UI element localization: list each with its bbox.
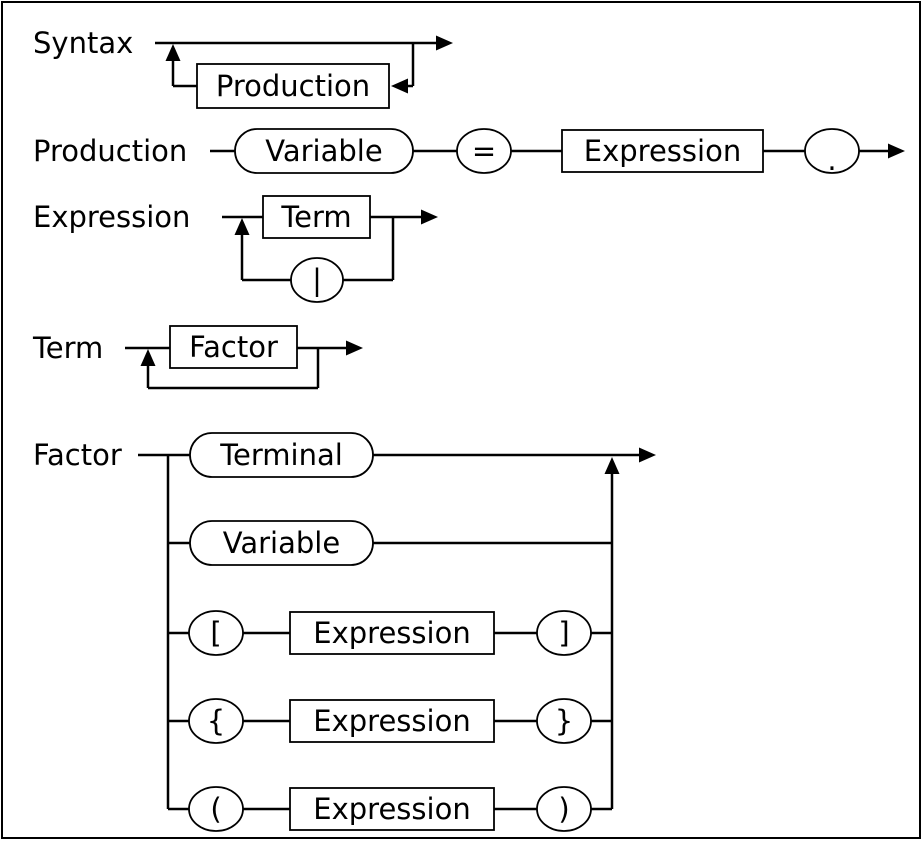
variable-terminal-stadium bbox=[234, 128, 414, 174]
rule-production: Production Variable = Expression. bbox=[33, 128, 905, 177]
pipe-alternation-circle bbox=[290, 257, 344, 303]
close-bracket-circle-label: ] bbox=[558, 616, 569, 650]
arrowhead-right-icon bbox=[639, 447, 656, 463]
open-bracket-circle-label: [ bbox=[210, 616, 221, 650]
arrowhead-up-icon bbox=[234, 218, 250, 235]
variable-terminal-stadium bbox=[189, 520, 374, 566]
rule-expression: Expression Term | bbox=[33, 195, 438, 303]
arrowhead-up-icon bbox=[140, 349, 156, 366]
arrowhead-right-icon bbox=[436, 35, 453, 51]
variable-terminal-stadium-label: Variable bbox=[223, 526, 340, 560]
period-circle-label: . bbox=[827, 143, 836, 177]
expression-nonterminal-box-group-label: Expression bbox=[313, 792, 470, 826]
production-nonterminal-box bbox=[196, 63, 390, 109]
open-bracket-circle bbox=[188, 610, 244, 656]
close-brace-circle-label: } bbox=[555, 704, 573, 738]
arrowhead-right-icon bbox=[421, 209, 438, 225]
terminal-terminal-stadium bbox=[189, 432, 374, 478]
factor-nonterminal-box-label: Factor bbox=[189, 330, 278, 364]
term-nonterminal-box bbox=[262, 195, 371, 239]
expression-nonterminal-box bbox=[561, 129, 764, 173]
open-paren-circle bbox=[188, 786, 244, 832]
rule-name-label-term: Term bbox=[32, 331, 103, 365]
expression-nonterminal-box-group bbox=[289, 787, 495, 831]
rule-term: Term Factor bbox=[32, 325, 363, 390]
open-brace-circle bbox=[188, 698, 244, 744]
arrowhead-left-icon bbox=[391, 78, 408, 94]
rule-name-label-factor: Factor bbox=[33, 438, 122, 472]
close-paren-circle bbox=[536, 786, 592, 832]
open-paren-circle-label: ( bbox=[210, 792, 221, 826]
close-bracket-circle bbox=[536, 610, 592, 656]
equals-sign-circle bbox=[456, 128, 512, 174]
pipe-alternation-circle-label: | bbox=[312, 263, 322, 297]
close-paren-circle-label: ) bbox=[558, 792, 569, 826]
equals-sign-circle-label: = bbox=[472, 134, 496, 168]
expression-nonterminal-box-optional bbox=[289, 611, 495, 655]
expression-nonterminal-box-repeat-label: Expression bbox=[313, 704, 470, 738]
expression-nonterminal-box-repeat bbox=[289, 699, 495, 743]
expression-nonterminal-box-optional-label: Expression bbox=[313, 616, 470, 650]
arrowhead-right-icon bbox=[346, 340, 363, 356]
rule-name-label-expression: Expression bbox=[33, 200, 190, 234]
close-brace-circle bbox=[536, 698, 592, 744]
open-brace-circle-label: { bbox=[207, 704, 225, 738]
terminal-terminal-stadium-label: Terminal bbox=[219, 438, 343, 472]
factor-nonterminal-box bbox=[169, 325, 298, 369]
arrowhead-right-icon bbox=[888, 143, 905, 159]
expression-nonterminal-box-label: Expression bbox=[584, 134, 741, 168]
variable-terminal-stadium-label: Variable bbox=[265, 134, 382, 168]
rule-name-label-production: Production bbox=[33, 134, 187, 168]
arrowhead-up-icon bbox=[165, 44, 181, 61]
rule-name-label-syntax: Syntax bbox=[33, 26, 133, 60]
term-nonterminal-box-label: Term bbox=[280, 200, 351, 234]
production-nonterminal-box-label: Production bbox=[216, 69, 370, 103]
arrowhead-up-icon bbox=[604, 457, 620, 474]
period-circle bbox=[804, 128, 860, 174]
